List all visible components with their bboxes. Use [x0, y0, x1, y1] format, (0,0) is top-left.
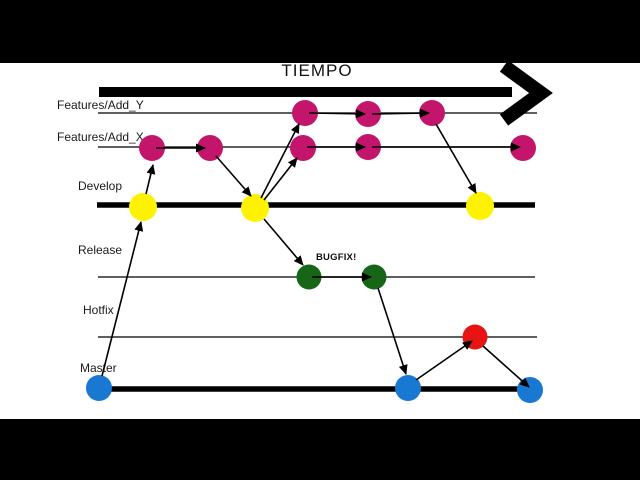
branch-label-hotfix: Hotfix [83, 303, 114, 317]
arrow-addy2-to-addy3 [371, 108, 430, 118]
arrow-master1-to-develop1 [101, 221, 144, 377]
time-arrow-head [499, 60, 553, 126]
arrow-develop1-to-addx1 [145, 164, 156, 195]
commit-node-addx-2 [197, 135, 223, 161]
arrow-addy3-to-develop3 [435, 123, 477, 194]
commit-node-addy-1 [292, 100, 318, 126]
arrow-master2-to-hotfix1 [415, 340, 473, 381]
commit-node-master-1 [86, 375, 112, 401]
commit-node-develop-3 [466, 192, 494, 220]
commit-node-addy-2 [355, 101, 381, 127]
arrow-addy1-to-addy2 [308, 109, 366, 119]
letterbox-top [0, 0, 640, 63]
arrow-develop2-to-addy1 [260, 123, 300, 199]
branch-label-develop: Develop [78, 179, 123, 193]
arrow-hotfix1-to-master3 [482, 345, 530, 388]
arrow-addx2-to-develop2 [215, 155, 252, 197]
commit-node-addx-3 [290, 135, 316, 161]
arrow-develop2-to-release1 [263, 218, 304, 266]
commit-node-master-2 [395, 375, 421, 401]
commit-node-addy-3 [419, 100, 445, 126]
commit-node-addx-4 [355, 134, 381, 160]
timeline-title: TIEMPO [281, 61, 353, 80]
time-arrow-shaft [99, 87, 512, 97]
branch-label-release: Release [78, 243, 123, 257]
commit-node-master-3 [517, 377, 543, 403]
bugfix-annotation: BUGFIX! [316, 252, 357, 263]
branch-label-features-add-x: Features/Add_X [57, 130, 144, 144]
commit-node-develop-1 [129, 193, 157, 221]
commit-node-addx-5 [510, 135, 536, 161]
letterbox-bottom [0, 419, 640, 480]
arrow-release2-to-master2 [377, 287, 408, 375]
commit-node-release-1 [296, 264, 322, 290]
branch-label-features-add-y: Features/Add_Y [57, 98, 144, 112]
commit-node-develop-2 [241, 194, 269, 222]
commit-node-release-2 [361, 264, 387, 290]
branch-label-master: Master [80, 361, 117, 375]
commit-node-addx-1 [139, 135, 165, 161]
arrow-develop2-to-addx3 [263, 157, 298, 201]
